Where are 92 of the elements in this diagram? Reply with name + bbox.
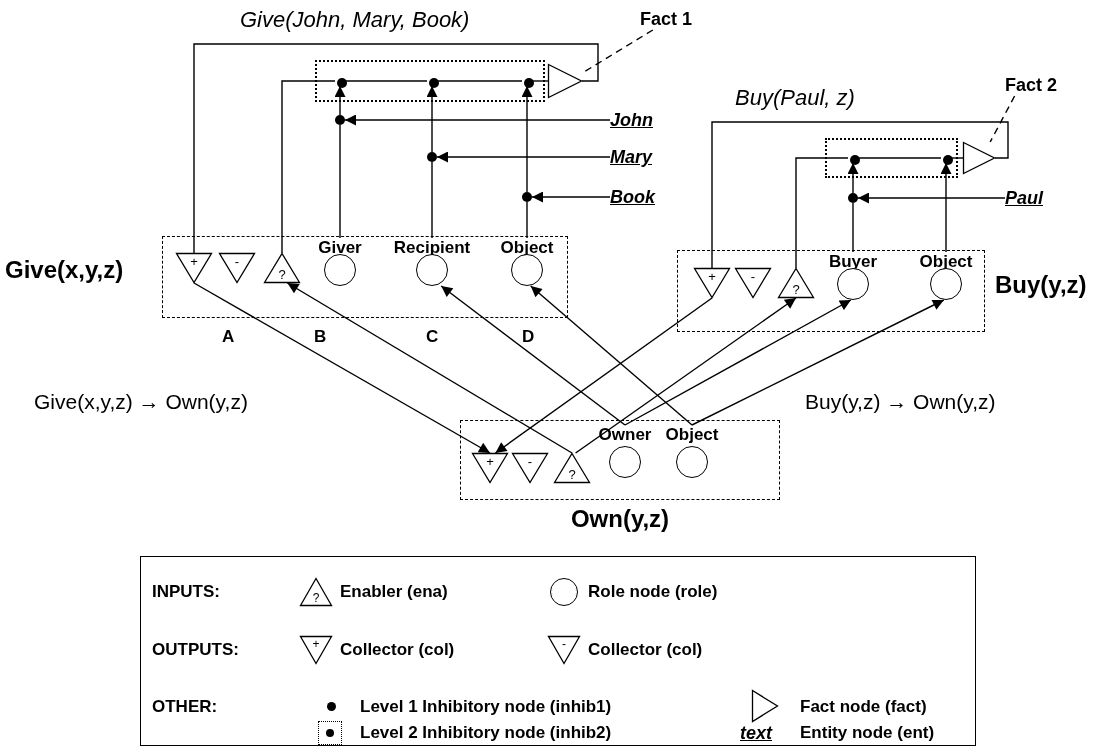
- connector-line: [950, 157, 964, 159]
- legend-heading: OTHER:: [152, 696, 218, 718]
- connector-line: [526, 201, 528, 239]
- legend-heading: INPUTS:: [152, 581, 220, 603]
- connector-line: [436, 80, 523, 82]
- arrow: [426, 85, 438, 153]
- inhibitory-dot: [522, 192, 532, 202]
- enabler-triangle: ?: [778, 268, 814, 298]
- group-label: Give(x,y,z): [5, 255, 125, 285]
- legend-label: Entity node (ent): [800, 722, 935, 744]
- inhibitory-dot: [524, 78, 534, 88]
- enabler-triangle: ?: [554, 453, 590, 483]
- connector-line: [339, 124, 341, 239]
- inhibitory-dot: [848, 193, 858, 203]
- arrow: [286, 282, 573, 454]
- legend-label: Fact node (fact): [800, 696, 927, 718]
- enabler-triangle: ?: [264, 253, 300, 283]
- legend-label: Level 1 Inhibitory node (inhib1): [360, 696, 612, 718]
- arrow: [334, 85, 346, 116]
- connector-line: [531, 80, 549, 82]
- entity-label: Mary: [610, 146, 660, 168]
- connection-letter: B: [314, 326, 327, 348]
- connection-letter: C: [426, 326, 439, 348]
- connection-letter: A: [222, 326, 235, 348]
- rule-label: Give(x,y,z) → Own(y,z): [34, 389, 248, 415]
- inhibitory-dot: [429, 78, 439, 88]
- arrow: [624, 299, 852, 426]
- arrow: [691, 299, 945, 426]
- role-label: Buyer: [827, 252, 879, 272]
- dotted-inhibitory-frame: [315, 60, 545, 102]
- role-label: Object: [499, 238, 555, 258]
- entity-sample-text: text: [740, 722, 772, 745]
- arrow: [344, 114, 611, 126]
- connector-line: [857, 157, 942, 159]
- connector-line: [431, 161, 433, 239]
- collector-triangle: -: [219, 253, 255, 283]
- arrow: [857, 192, 1006, 204]
- fact-title: Give(John, Mary, Book): [240, 6, 470, 34]
- fact-triangle: [548, 64, 582, 98]
- collector-symbol: +: [300, 636, 332, 664]
- fact-triangle: [963, 142, 995, 174]
- collector-triangle: +: [176, 253, 212, 283]
- collector-symbol: -: [548, 636, 580, 664]
- inhibitory-dot: [335, 115, 345, 125]
- entity-label: John: [610, 109, 660, 131]
- collector-triangle: +: [694, 268, 730, 298]
- arrow: [521, 85, 533, 193]
- legend-label: Enabler (ena): [340, 581, 448, 603]
- enabler-symbol: ?: [300, 578, 332, 606]
- connector-line: [711, 121, 1009, 269]
- arrow: [847, 162, 859, 194]
- role-label: Object: [664, 425, 720, 445]
- connector-line: [193, 43, 599, 254]
- role-label: Object: [918, 252, 974, 272]
- entity-label: Book: [610, 186, 660, 208]
- arrow: [494, 297, 713, 454]
- role-label: Giver: [317, 238, 363, 258]
- collector-triangle: -: [512, 453, 548, 483]
- connection-letter: D: [522, 326, 535, 348]
- role-label: Owner: [597, 425, 653, 445]
- collector-triangle: +: [472, 453, 508, 483]
- legend-label: Collector (col): [340, 639, 455, 661]
- inhibitory-dot: [943, 155, 953, 165]
- dotted-inhibitory-frame: [825, 138, 958, 178]
- entity-label: Paul: [1005, 187, 1055, 209]
- legend-label: Level 2 Inhibitory node (inhib2): [360, 722, 612, 744]
- role-label: Recipient: [392, 238, 472, 258]
- fact-label: Fact 1: [640, 8, 704, 30]
- leader-line: [989, 95, 1016, 143]
- inhibitory-dot: [337, 78, 347, 88]
- arrow: [193, 282, 491, 454]
- group-label: Buy(y,z): [995, 270, 1088, 300]
- group-label: Own(y,z): [569, 504, 671, 534]
- inhibitory-dot: [850, 155, 860, 165]
- collector-triangle: -: [735, 268, 771, 298]
- legend-label: Collector (col): [588, 639, 703, 661]
- connector-line: [281, 80, 336, 254]
- rule-label: Buy(y,z) → Own(y,z): [805, 389, 996, 415]
- fact-label: Fact 2: [1005, 74, 1069, 96]
- connector-line: [344, 80, 428, 82]
- arrow: [530, 285, 693, 426]
- connector-line: [795, 157, 849, 269]
- arrow: [574, 297, 797, 454]
- inhibitory-dot: [427, 152, 437, 162]
- legend-label: Role node (role): [588, 581, 718, 603]
- arrow: [940, 162, 952, 253]
- legend-heading: OUTPUTS:: [152, 639, 239, 661]
- arrow: [436, 151, 611, 163]
- arrow: [531, 191, 611, 203]
- arrow: [440, 285, 626, 426]
- fact-title: Buy(Paul, z): [735, 84, 855, 112]
- connector-line: [852, 202, 854, 253]
